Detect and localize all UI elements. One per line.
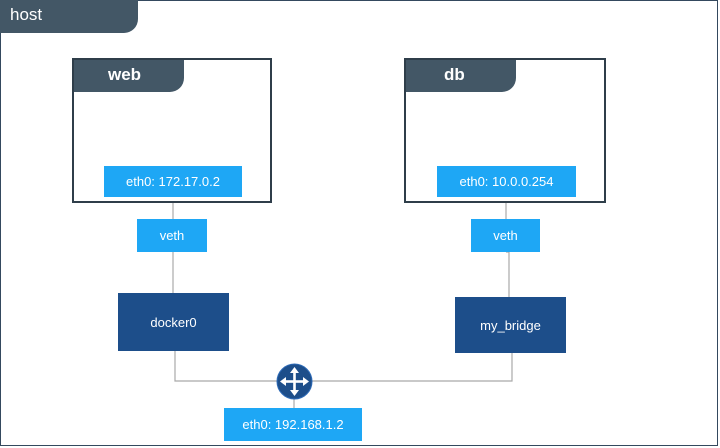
host-tab: host [0, 0, 138, 33]
web-container-name: web [108, 65, 142, 84]
veth-to-my-bridge-line [506, 251, 510, 298]
docker0-to-router-line [174, 351, 278, 382]
my-bridge: my_bridge [455, 297, 566, 353]
docker0-bridge: docker0 [118, 293, 229, 351]
web-eth0-interface: eth0: 172.17.0.2 [104, 166, 242, 197]
db-container-tab: db [406, 60, 516, 92]
my-bridge-to-router-line [311, 353, 513, 382]
web-container: web eth0: 172.17.0.2 [72, 58, 272, 203]
web-veth: veth [137, 219, 207, 252]
router-icon [276, 363, 313, 400]
db-container: db eth0: 10.0.0.254 [404, 58, 606, 203]
host-eth0-interface: eth0: 192.168.1.2 [224, 408, 362, 441]
db-eth0-interface: eth0: 10.0.0.254 [437, 166, 576, 197]
db-container-name: db [444, 65, 465, 84]
web-container-tab: web [74, 60, 184, 92]
db-veth: veth [471, 219, 540, 252]
host-label: host [10, 5, 43, 24]
